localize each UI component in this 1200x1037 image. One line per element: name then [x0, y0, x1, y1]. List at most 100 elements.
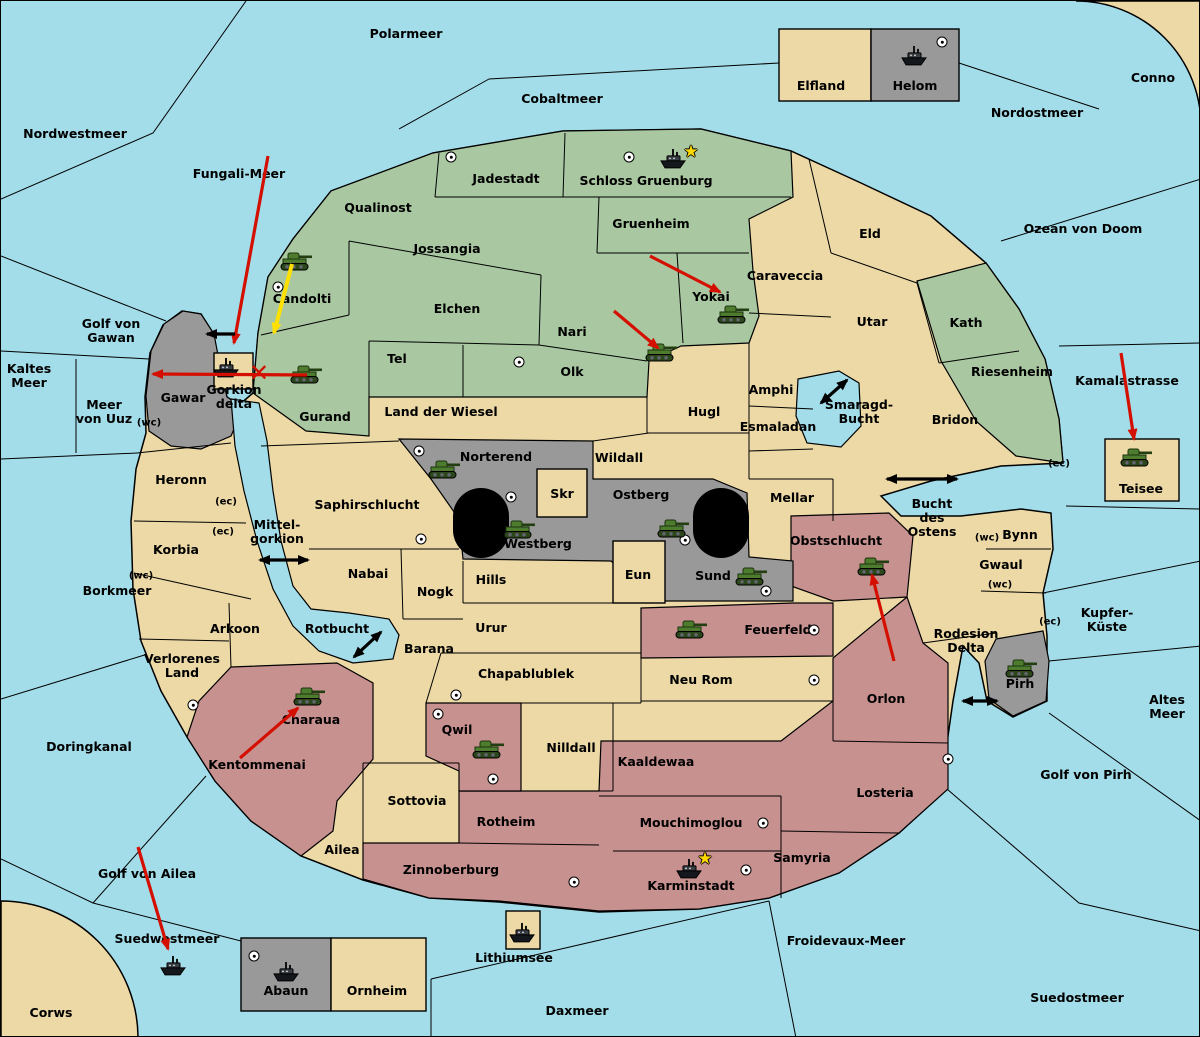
boxed-regions[interactable] [213, 28, 1180, 1012]
region-label-bridon[interactable]: Bridon [931, 412, 979, 427]
sea-label-nordostmeer[interactable]: Nordostmeer [990, 105, 1084, 120]
fleet-ship-icon-suedwestmeer[interactable] [160, 955, 186, 978]
region-label-zinnoberburg[interactable]: Zinnoberburg [402, 862, 500, 877]
sea-label-conno[interactable]: Conno [1130, 70, 1176, 85]
sea-label-meer-von-uuz[interactable]: Meer von Uuz [75, 397, 133, 426]
region-label-feuerfeld[interactable]: Feuerfeld [744, 622, 812, 637]
army-tank-icon-ostberg[interactable] [657, 518, 691, 538]
region-label-gawar[interactable]: Gawar [160, 390, 206, 405]
region-label-neu-rom[interactable]: Neu Rom [669, 672, 733, 687]
army-tank-icon-qwil[interactable] [472, 739, 506, 759]
region-label-eld[interactable]: Eld [859, 226, 881, 241]
region-corws-shape[interactable] [1, 900, 139, 1037]
region-label-jossangia[interactable]: Jossangia [413, 241, 481, 256]
red-territory-southwest[interactable] [186, 662, 374, 857]
region-label-korbia[interactable]: Korbia [153, 542, 199, 557]
region-label-kentommenai[interactable]: Kentommenai [208, 757, 306, 772]
region-label-westberg[interactable]: Westberg [504, 536, 572, 551]
region-label-gwaul[interactable]: Gwaul [979, 557, 1023, 572]
army-tank-icon-westberg[interactable] [503, 519, 537, 539]
fleet-ship-icon-lithiumsee[interactable] [509, 922, 535, 945]
region-conno-shape[interactable] [1075, 1, 1200, 126]
region-label-lithiumsee[interactable]: Lithiumsee [475, 950, 553, 965]
region-label-teisee[interactable]: Teisee [1118, 481, 1164, 496]
sea-label-cobaltmeer[interactable]: Cobaltmeer [521, 91, 603, 106]
sea-label-borkmeer[interactable]: Borkmeer [82, 583, 152, 598]
region-label-ornheim[interactable]: Ornheim [346, 983, 408, 998]
sea-label-kaltes-meer[interactable]: Kaltes Meer [6, 361, 52, 390]
region-label-chapablublek[interactable]: Chapablublek [477, 666, 575, 681]
army-tank-icon-norterend[interactable] [428, 459, 462, 479]
region-label-nilldall[interactable]: Nilldall [546, 740, 596, 755]
region-label-schloss-gruenburg[interactable]: Schloss Gruenburg [579, 173, 713, 188]
region-label-karminstadt[interactable]: Karminstadt [647, 878, 735, 893]
region-label-skr[interactable]: Skr [550, 486, 574, 501]
sea-label-daxmeer[interactable]: Daxmeer [545, 1003, 609, 1018]
region-label-kaaldewaa[interactable]: Kaaldewaa [617, 754, 695, 769]
region-label-heronn[interactable]: Heronn [155, 472, 207, 487]
army-tank-icon-pirh[interactable] [1005, 658, 1039, 678]
region-label-hills[interactable]: Hills [475, 572, 507, 587]
region-label-mellar[interactable]: Mellar [769, 490, 815, 505]
sea-label-golf-von-gawan[interactable]: Golf von Gawan [81, 316, 141, 345]
fleet-ship-icon-helom[interactable] [901, 45, 927, 68]
army-tank-icon-sund[interactable] [735, 566, 769, 586]
sea-label-nordwestmeer[interactable]: Nordwestmeer [23, 126, 127, 141]
region-label-elchen[interactable]: Elchen [433, 301, 481, 316]
region-label-esmaladan[interactable]: Esmaladan [739, 419, 817, 434]
sea-label-altes-meer[interactable]: Altes Meer [1149, 692, 1185, 721]
region-label-wildall[interactable]: Wildall [594, 450, 644, 465]
army-tank-icon-teisee[interactable] [1120, 447, 1154, 467]
region-label-helom[interactable]: Helom [892, 78, 938, 93]
region-label-nari[interactable]: Nari [557, 324, 587, 339]
region-label-olk[interactable]: Olk [560, 364, 584, 379]
region-label-gorkion-delta[interactable]: Gorkion delta [206, 382, 262, 411]
region-label-bucht-des-ostens[interactable]: Bucht des Ostens [907, 496, 957, 539]
region-label-tel[interactable]: Tel [387, 351, 407, 366]
region-label-caraveccia[interactable]: Caraveccia [746, 268, 824, 283]
region-teisee-box[interactable] [1104, 438, 1180, 502]
region-label-obstschlucht[interactable]: Obstschlucht [789, 533, 883, 548]
sea-label-ozean-von-doom[interactable]: Ozean von Doom [1023, 221, 1143, 236]
region-label-norterend[interactable]: Norterend [459, 449, 533, 464]
sea-label-froidevaux-meer[interactable]: Froidevaux-Meer [786, 933, 906, 948]
fleet-ship-icon-schloss-gruenburg[interactable] [660, 148, 686, 171]
region-label-nabai[interactable]: Nabai [347, 566, 389, 581]
region-label-mouchimoglou[interactable]: Mouchimoglou [639, 815, 743, 830]
region-label-qwil[interactable]: Qwil [441, 722, 473, 737]
region-label-elfland[interactable]: Elfland [796, 78, 846, 93]
region-label-pirh[interactable]: Pirh [1005, 676, 1035, 691]
region-label-nogk[interactable]: Nogk [416, 584, 454, 599]
region-label-sottovia[interactable]: Sottovia [387, 793, 447, 808]
region-label-sund[interactable]: Sund [695, 568, 731, 583]
region-label-saphirschlucht[interactable]: Saphirschlucht [314, 497, 420, 512]
region-label-ostberg[interactable]: Ostberg [612, 487, 670, 502]
region-skr-box[interactable] [536, 468, 588, 518]
region-label-verlorenes-land[interactable]: Verlorenes Land [144, 651, 220, 680]
army-tank-icon-yokai[interactable] [717, 304, 751, 324]
region-label-kath[interactable]: Kath [949, 315, 983, 330]
region-label-samyria[interactable]: Samyria [773, 850, 831, 865]
army-tank-icon-feuerfeld[interactable] [675, 619, 709, 639]
fleet-ship-icon-abaun[interactable] [273, 961, 299, 984]
region-label-mittel-gorkion[interactable]: Mittel- gorkion [250, 517, 304, 546]
army-tank-icon-charaua[interactable] [293, 686, 327, 706]
region-label-gruenheim[interactable]: Gruenheim [612, 216, 690, 231]
region-label-hugl[interactable]: Hugl [687, 404, 721, 419]
region-label-jadestadt[interactable]: Jadestadt [472, 171, 540, 186]
region-label-losteria[interactable]: Losteria [856, 785, 914, 800]
sea-label-doringkanal[interactable]: Doringkanal [46, 739, 132, 754]
sea-label-corws[interactable]: Corws [29, 1005, 73, 1020]
region-label-utar[interactable]: Utar [856, 314, 888, 329]
region-label-rotheim[interactable]: Rotheim [476, 814, 536, 829]
region-label-abaun[interactable]: Abaun [263, 983, 309, 998]
region-label-qualinost[interactable]: Qualinost [344, 200, 412, 215]
region-label-barana[interactable]: Barana [404, 641, 454, 656]
region-label-bynn[interactable]: Bynn [1002, 527, 1038, 542]
red-territory-southeast[interactable] [362, 595, 949, 912]
region-label-ailea[interactable]: Ailea [324, 842, 360, 857]
red-territory-feuerfeld[interactable] [640, 602, 834, 659]
region-label-gurand[interactable]: Gurand [299, 409, 351, 424]
region-label-urur[interactable]: Urur [475, 620, 507, 635]
sea-label-polarmeer[interactable]: Polarmeer [369, 26, 443, 41]
